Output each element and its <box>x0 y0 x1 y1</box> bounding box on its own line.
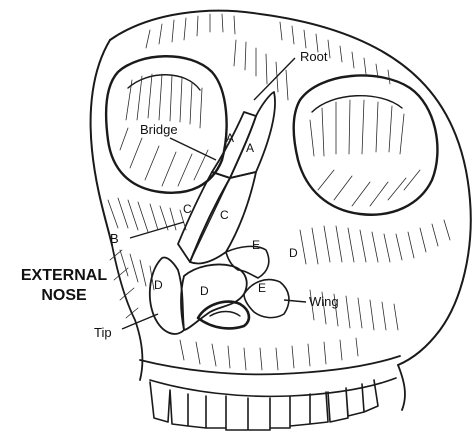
teeth-row <box>150 380 378 430</box>
bridge-leader <box>170 138 216 160</box>
part-a-left: A <box>226 131 234 145</box>
b-label: B <box>110 231 119 246</box>
part-c-left: C <box>183 202 192 216</box>
wing-tissue-lower <box>244 280 289 318</box>
figure-title-line-2: NOSE <box>41 287 87 304</box>
nasal-bone-right <box>230 92 275 178</box>
part-e-lower: E <box>258 281 266 295</box>
wing-label: Wing <box>309 294 339 309</box>
part-c-right: C <box>220 208 229 222</box>
left-cheek-hatching <box>108 198 186 318</box>
tip-leader <box>122 314 158 329</box>
alar-cartilage-left <box>150 258 184 334</box>
part-d-right: D <box>289 246 298 260</box>
part-d-left: D <box>154 278 163 292</box>
right-eye-socket <box>294 76 438 215</box>
right-orbit-hatching <box>310 100 420 206</box>
part-d-center: D <box>200 284 209 298</box>
right-cheek-hatching <box>300 220 450 330</box>
part-e-upper: E <box>252 238 260 252</box>
bridge-label: Bridge <box>140 122 178 137</box>
skull-outline <box>91 11 471 410</box>
figure-title-line-1: EXTERNAL <box>21 267 107 284</box>
wing-leader <box>284 300 306 302</box>
alar-cartilage-center <box>181 264 247 330</box>
tip-label: Tip <box>94 325 112 340</box>
root-label: Root <box>300 49 328 64</box>
wing-tissue-upper <box>226 246 269 278</box>
part-a-right: A <box>246 141 254 155</box>
upper-jaw <box>140 338 400 396</box>
